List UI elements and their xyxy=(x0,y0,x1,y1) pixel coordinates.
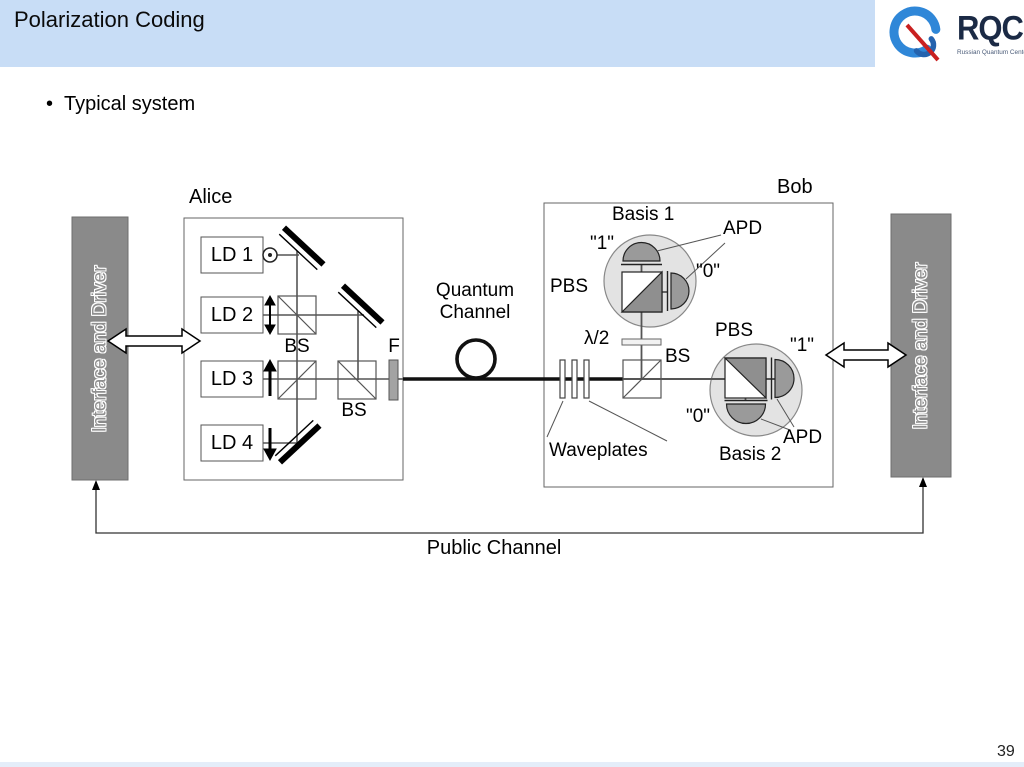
filter-element xyxy=(388,359,399,401)
interface-right-label: Interface and Driver xyxy=(910,262,932,429)
public-channel-label: Public Channel xyxy=(426,537,562,559)
quantum-channel-label: Quantum Channel xyxy=(435,280,515,323)
logo-subtitle: Russian Quantum Center xyxy=(957,49,1024,56)
beamsplitter-2 xyxy=(277,360,317,400)
apd-basis2-bottom xyxy=(724,399,768,425)
half-wave-plate xyxy=(621,338,662,346)
bit0-basis2-label: "0" xyxy=(686,406,711,427)
interface-arrow-left xyxy=(106,327,202,355)
bullet-marker: • xyxy=(46,93,54,115)
ld4-label: LD 4 xyxy=(210,431,254,454)
slide-title: Polarization Coding xyxy=(14,7,205,32)
filter-label: F xyxy=(388,336,400,357)
apd-basis1-right xyxy=(666,271,690,311)
bit0-basis1-label: "0" xyxy=(696,261,721,282)
beamsplitter-3 xyxy=(337,360,377,400)
mirror-2 xyxy=(337,283,385,329)
public-channel-arrow-left xyxy=(92,480,100,490)
interface-left-label: Interface and Driver xyxy=(89,265,111,432)
polarization-up-arrow-icon xyxy=(263,358,277,396)
mirror-1 xyxy=(278,225,326,271)
interface-box-right xyxy=(890,213,952,478)
logo-acronym: RQC xyxy=(957,8,1024,48)
ld-boxes xyxy=(200,236,264,462)
rqc-logo: RQC Russian Quantum Center xyxy=(875,0,1024,67)
ld1-label: LD 1 xyxy=(210,243,254,266)
ld2-label: LD 2 xyxy=(210,303,254,326)
bs2-label: BS xyxy=(341,400,367,421)
leader-lines xyxy=(546,234,795,442)
bob-title: Bob xyxy=(777,176,813,198)
waveplates-label: Waveplates xyxy=(549,440,648,461)
header-bar: Polarization Coding RQC Russian Quantum … xyxy=(0,0,1024,67)
pbs1-cube xyxy=(620,270,663,313)
bs1-label: BS xyxy=(284,336,310,357)
rqc-logo-mark xyxy=(889,6,941,62)
interface-arrow-right xyxy=(824,341,908,369)
public-channel-arrow-right xyxy=(919,477,927,487)
basis2-label: Basis 2 xyxy=(719,444,782,465)
waveplates xyxy=(559,359,590,399)
mirror-3 xyxy=(274,419,322,465)
ld3-label: LD 3 xyxy=(210,367,254,390)
bit1-basis2-label: "1" xyxy=(790,335,815,356)
polarization-circle-dot-icon xyxy=(262,247,278,263)
bob-bs-label: BS xyxy=(665,346,691,367)
polarization-down-arrow-icon xyxy=(263,428,277,462)
pbs1-label: PBS xyxy=(550,276,589,297)
bob-beamsplitter xyxy=(622,359,662,399)
half-wave-label: λ/2 xyxy=(584,328,610,349)
fiber-loop-icon xyxy=(455,338,497,380)
apd2-label: APD xyxy=(783,427,823,448)
bullet-text: Typical system xyxy=(64,93,196,115)
pbs2-label: PBS xyxy=(715,320,754,341)
apd1-label: APD xyxy=(723,218,763,239)
logo-red-slash xyxy=(905,23,940,62)
apd-basis1-top xyxy=(621,241,662,266)
alice-title: Alice xyxy=(189,186,233,208)
pbs2-cube xyxy=(723,357,767,400)
bob-box xyxy=(543,202,834,488)
basis1-label: Basis 1 xyxy=(612,204,675,225)
beamsplitter-1 xyxy=(277,295,317,335)
bit1-basis1-label: "1" xyxy=(590,233,615,254)
polarization-updown-arrow-icon xyxy=(264,294,276,336)
page-number: 39 xyxy=(997,743,1015,760)
apd-basis2-right xyxy=(770,357,795,400)
bullet-line: • Typical system xyxy=(46,93,195,116)
public-channel-lines xyxy=(95,486,924,534)
bottom-bar xyxy=(0,762,1024,767)
